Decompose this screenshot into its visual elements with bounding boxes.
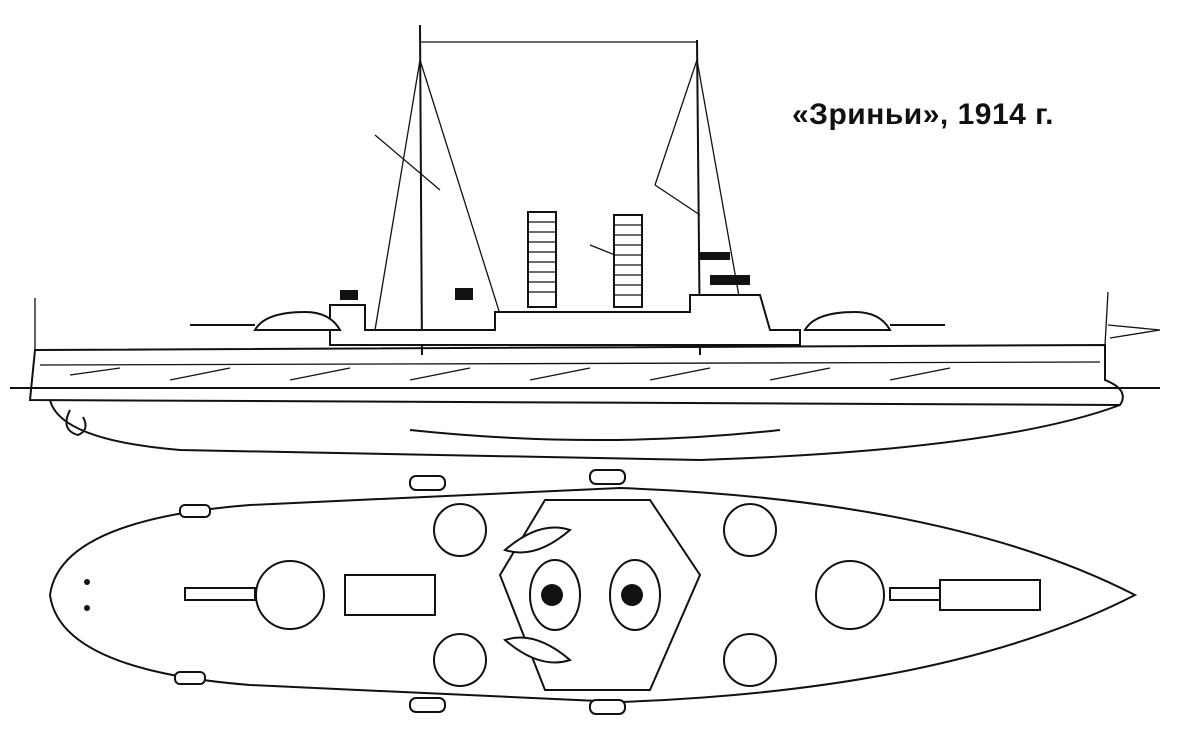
hull-bottom — [49, 399, 1121, 462]
aft-funnel — [613, 214, 643, 308]
hull-side — [28, 343, 1124, 407]
armor-belt-lines — [69, 367, 951, 381]
bilge-keel — [409, 429, 781, 441]
fore-mast — [419, 24, 423, 356]
fore-funnel — [527, 211, 557, 308]
drawing-caption: «Зриньи», 1914 г. — [792, 98, 1055, 131]
plan-view — [48, 469, 1138, 715]
side-elevation — [10, 24, 1161, 462]
anchor-icon — [65, 409, 87, 437]
